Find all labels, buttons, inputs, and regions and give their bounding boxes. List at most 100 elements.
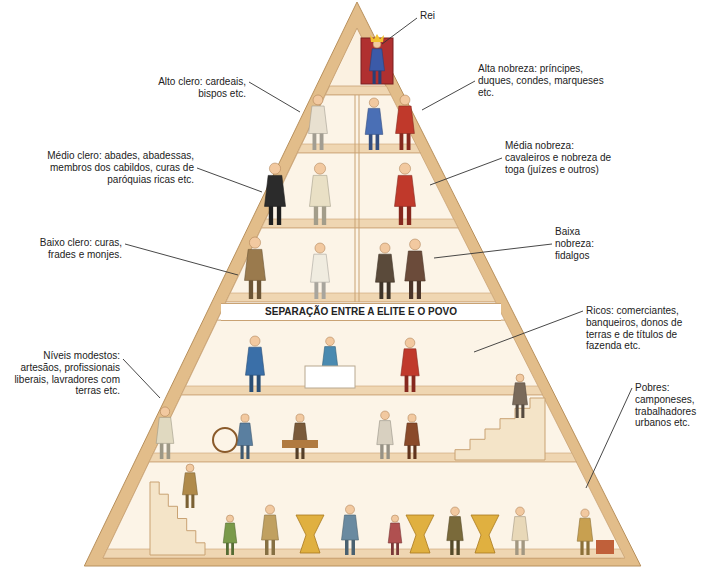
head [399, 163, 410, 174]
pyramid-frame [84, 2, 641, 566]
body [395, 175, 416, 206]
body [223, 523, 237, 543]
leg [322, 205, 326, 225]
head [380, 243, 390, 253]
callout-text: Médio clero: abades, abadessas, membros … [20, 150, 194, 185]
workbench [282, 440, 318, 448]
leg [314, 281, 318, 299]
callout-text: Baixa nobreza: fidalgos [555, 226, 609, 261]
leg [412, 375, 416, 392]
callout-text: Pobres: camponeses, trabalhadores urbano… [635, 382, 707, 429]
person-figure [262, 505, 279, 555]
leg [417, 280, 421, 299]
person-figure [577, 509, 593, 555]
tier-band [103, 462, 625, 558]
leg [391, 542, 394, 555]
tier-band [262, 153, 459, 228]
person-figure [156, 407, 174, 459]
body [365, 108, 383, 134]
body [513, 383, 528, 405]
person-figure [370, 40, 385, 84]
stairs [455, 398, 545, 460]
wheat-sheaf [296, 515, 324, 553]
person-figure [395, 163, 416, 225]
separation-band: SEPARAÇÃO ENTRE A ELITE E O POVO [221, 303, 501, 321]
leg [407, 205, 411, 225]
head [369, 98, 378, 107]
leg [409, 280, 413, 299]
person-figure [404, 414, 419, 459]
head [269, 163, 280, 174]
head [391, 515, 398, 522]
head [410, 239, 421, 250]
leg [272, 539, 276, 555]
head [405, 338, 415, 348]
callout-text: Média nobreza: cavaleiros e nobreza de t… [505, 140, 617, 175]
callout-label: Alta nobreza: príncipes, duques, condes,… [478, 63, 604, 98]
callout-label: Ricos: comerciantes, banqueiros, donos d… [586, 305, 700, 352]
body [376, 254, 395, 282]
leader-line [586, 388, 632, 488]
leg [450, 540, 453, 555]
callout-text: Rei [420, 10, 460, 22]
leg [313, 132, 317, 150]
callout-label: Média nobreza: cavaleiros e nobreza de t… [505, 140, 617, 175]
callout-label: Baixa nobreza: fidalgos [555, 226, 609, 261]
callout-label: Médio clero: abades, abadessas, membros … [20, 150, 194, 185]
callout-text: Ricos: comerciantes, banqueiros, donos d… [586, 305, 700, 352]
tier-band [226, 228, 496, 302]
leader-line [382, 18, 417, 44]
callout-text: Alto clero: cardeais, bispos etc. [138, 76, 246, 100]
leg [320, 132, 324, 150]
body [577, 518, 593, 541]
throne [361, 38, 393, 84]
leg [516, 404, 519, 418]
person-figure [388, 515, 402, 555]
head [266, 505, 275, 514]
callout-label: Rei [420, 10, 460, 22]
person-figure [447, 507, 463, 555]
person-figure [377, 411, 393, 459]
head [241, 414, 249, 422]
leg [160, 442, 164, 459]
body [447, 517, 463, 541]
body [245, 249, 266, 280]
head [381, 411, 390, 420]
person-figure [237, 414, 252, 459]
head [516, 374, 524, 382]
head [186, 464, 194, 472]
person-figure [310, 163, 331, 225]
body [396, 106, 415, 134]
leg [249, 374, 253, 392]
body [309, 106, 328, 134]
person-figure [405, 239, 425, 299]
leg [400, 132, 404, 150]
leg [186, 494, 189, 508]
leg [246, 445, 249, 459]
separation-band [217, 302, 504, 320]
leg [257, 279, 261, 299]
person-figure [365, 98, 383, 150]
head [313, 95, 323, 105]
callout-label: Alto clero: cardeais, bispos etc. [138, 76, 246, 100]
body [405, 251, 425, 281]
figures [150, 34, 614, 555]
body [237, 423, 252, 446]
body [404, 423, 419, 446]
body [342, 515, 359, 540]
leg [413, 445, 416, 459]
head [314, 163, 325, 174]
person-figure [223, 515, 237, 555]
leg [322, 281, 326, 299]
head [226, 515, 233, 522]
person-figure [513, 374, 528, 418]
leader-line [123, 359, 160, 398]
leg [231, 542, 234, 555]
divider-line [359, 95, 360, 302]
leg [580, 540, 583, 555]
leg [314, 205, 318, 225]
person-figure [342, 505, 359, 555]
body [265, 175, 286, 206]
person-figure [245, 237, 266, 299]
